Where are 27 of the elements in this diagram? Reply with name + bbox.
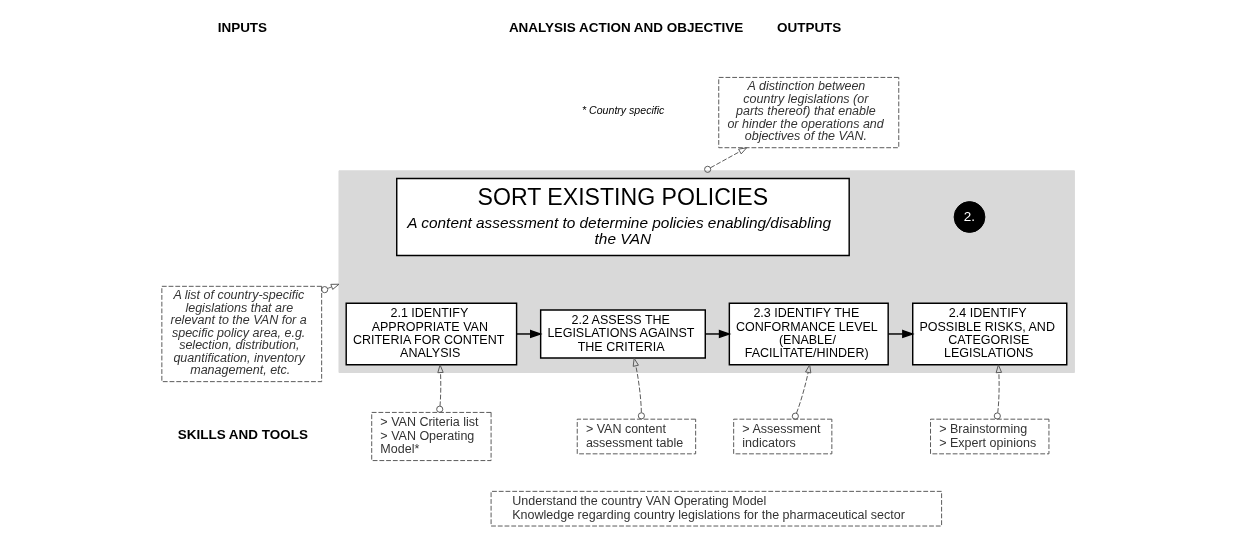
node-box: 2.2 ASSESS THE LEGISLATIONS AGAINST THE CRITERIA (539, 309, 706, 359)
node-box: A distinction between country legislations (or parts thereof) that enable or hinder the operations and objectives of the VAN. (718, 76, 900, 149)
node-box: > Assessment indicators (733, 418, 833, 455)
arrow (632, 357, 645, 420)
arrow (887, 329, 915, 339)
arrow (436, 364, 444, 413)
node-box: 2.3 IDENTIFY THE CONFORMANCE LEVEL (ENABLE/ FACILITATE/HINDER) (728, 302, 889, 366)
node-box: > Brainstorming > Expert opinions (930, 418, 1050, 455)
node-circle: 2. (953, 201, 986, 233)
arrow (516, 329, 543, 339)
label: OUTPUTS (776, 19, 842, 35)
arrow (704, 147, 748, 173)
arrow (791, 364, 812, 420)
node-box: SORT EXISTING POLICIES A content assessment to determine policies enabling/disabling the VAN (396, 177, 850, 257)
node-box: 2.1 IDENTIFY APPROPRIATE VAN CRITERIA FOR CONTENT ANALYSIS (345, 302, 518, 366)
node-box: A list of country-specific legislations that are relevant to the VAN for a specific policy area, e.g. selection, distribution, quantification, inventory management, etc. (161, 285, 323, 383)
label: INPUTS (217, 19, 268, 35)
label: ANALYSIS ACTION AND OBJECTIVE (508, 19, 744, 35)
arrow (704, 329, 732, 339)
node-box: > VAN content assessment table (576, 418, 697, 455)
node-box: > VAN Criteria list > VAN Operating Model* (371, 411, 492, 462)
node-box: Understand the country VAN Operating Model Knowledge regarding country legislations for the pharmaceutical sector (490, 490, 943, 527)
label: * Country specific (582, 104, 665, 117)
label: SKILLS AND TOOLS (177, 427, 308, 443)
node-box: 2.4 IDENTIFY POSSIBLE RISKS, AND CATEGORISE LEGISLATIONS (912, 302, 1068, 366)
arrow (321, 283, 340, 294)
arrow (993, 364, 1002, 420)
